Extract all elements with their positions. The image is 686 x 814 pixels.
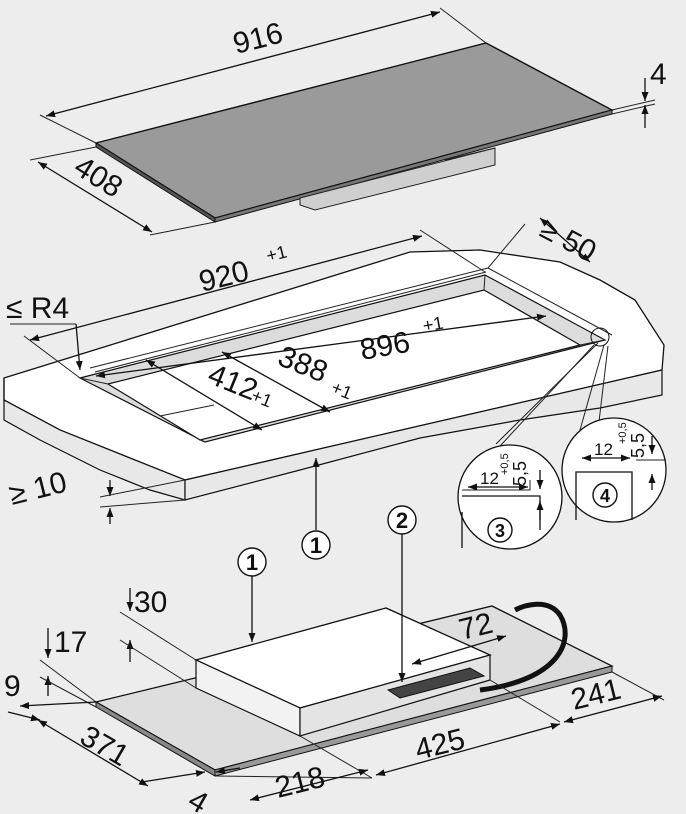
dim-height-17: 17 — [39, 626, 97, 708]
dim-bottom-4-label: 4 — [183, 783, 214, 814]
detail-4-tolerance: +0,5 — [617, 422, 629, 444]
detail-3-width: 12 — [480, 469, 499, 488]
dim-worktop-min-label: ≥ 10 — [6, 466, 70, 512]
hob-underside — [94, 601, 614, 777]
dim-371-label: 371 — [75, 719, 135, 773]
callout-1-module: 1 — [237, 547, 267, 642]
dim-30-label: 30 — [134, 586, 167, 619]
dim-4-label: 4 — [650, 58, 667, 91]
dim-height-30: 30 — [119, 586, 197, 689]
dim-896-tolerance: +1 — [421, 313, 445, 336]
callout-2-connection: 2 — [387, 505, 417, 682]
hob-top-view — [94, 42, 614, 223]
dim-72-label: 72 — [456, 607, 496, 647]
dim-width-72: 72 — [411, 607, 507, 665]
dim-bottom-4: 4 — [141, 767, 241, 814]
detail-3-tolerance: +0,5 — [499, 453, 511, 475]
worktop-front-face — [3, 378, 186, 501]
dim-920-tolerance: +1 — [264, 242, 289, 266]
dim-depth-371: 371 — [37, 719, 149, 787]
dim-425-label: 425 — [412, 723, 469, 767]
detail-4-number: 4 — [600, 486, 610, 506]
dim-218-label: 218 — [272, 761, 329, 805]
detail-3: 12 5,5 +0,5 3 — [457, 342, 599, 550]
callout-1-bottom-label: 1 — [246, 550, 258, 575]
dim-corner-radius: ≤ R4 — [6, 292, 83, 371]
callout-1-label: 1 — [310, 533, 322, 558]
power-cable — [479, 601, 568, 693]
detail-3-number: 3 — [495, 521, 505, 541]
dim-9-label: 9 — [4, 670, 21, 703]
detail-3-depth: 5,5 — [510, 461, 530, 486]
connection-box — [386, 667, 486, 699]
detail-4-depth: 5,5 — [628, 433, 648, 458]
hob-body-underside — [299, 147, 496, 211]
dim-hob-thickness: 4 — [611, 58, 667, 128]
callout-1-worktop: 1 — [301, 458, 331, 560]
dim-17-label: 17 — [54, 626, 87, 659]
detail-4: 12 5,5 +0,5 4 — [561, 344, 667, 523]
dim-920-label: 920 — [196, 255, 253, 299]
detail-4-width: 12 — [594, 440, 613, 459]
callout-2-label: 2 — [396, 508, 408, 533]
dim-width-9: 9 — [4, 670, 97, 722]
dim-r4-label: ≤ R4 — [6, 292, 69, 325]
